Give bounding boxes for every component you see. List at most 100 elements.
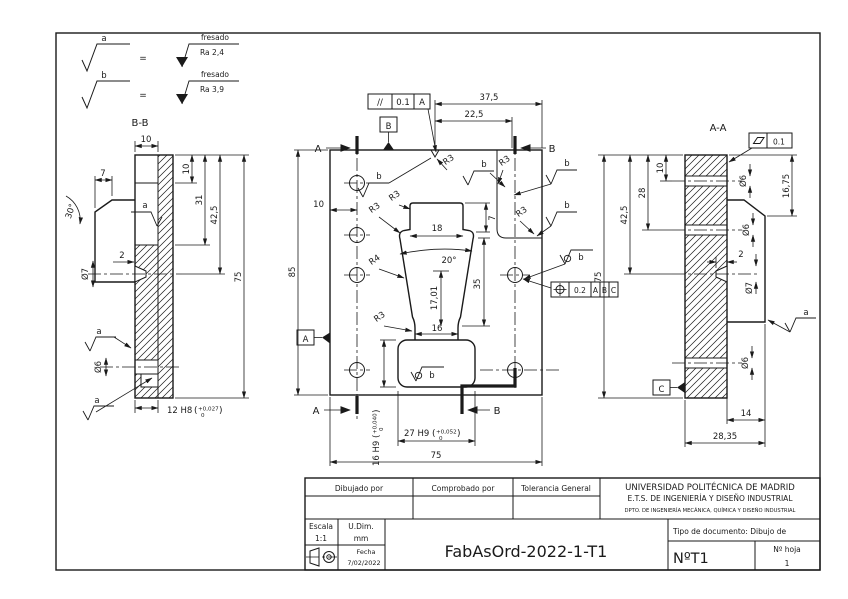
svg-text:75: 75 — [234, 272, 244, 283]
department-name: DPTO. DE INGENIERÍA MECÁNICA, QUÍMICA Y … — [625, 507, 796, 514]
date-value: 7/02/2022 — [347, 559, 380, 567]
svg-text:B: B — [494, 406, 501, 417]
dim-2835: 28,35 — [684, 400, 766, 447]
dim-2-groove: 2 — [707, 250, 744, 268]
svg-text:b: b — [564, 159, 569, 169]
legend-a-process: fresado — [201, 33, 229, 42]
svg-text:A: A — [303, 335, 309, 345]
slot-12h8 — [140, 373, 159, 388]
svg-text:0.2: 0.2 — [574, 286, 586, 295]
dim-1701: 17,01 — [430, 270, 449, 327]
dim-dia6-top: Ø6 — [738, 164, 753, 198]
finish-a-label: a — [142, 201, 147, 211]
dim-14: 14 — [726, 324, 766, 424]
dim-7: 7 — [94, 169, 113, 208]
finish-b-callouts: b b b b b b — [357, 157, 594, 382]
svg-text:b: b — [481, 160, 486, 170]
svg-text:Ø7: Ø7 — [744, 282, 755, 294]
svg-text:): ) — [457, 429, 461, 439]
pocket-outline — [397, 339, 476, 388]
legend-a-roughness: Ra 2,4 — [200, 48, 224, 57]
svg-text:16,75: 16,75 — [782, 174, 792, 198]
svg-text:Ø6: Ø6 — [93, 361, 104, 373]
boss-outline — [94, 199, 135, 283]
svg-text:16 H9: 16 H9 — [372, 441, 382, 466]
svg-text:0: 0 — [201, 413, 205, 419]
svg-text:7: 7 — [100, 169, 105, 179]
svg-text:B: B — [386, 122, 392, 132]
dim-dia6-mid: Ø6 — [741, 213, 756, 247]
svg-text:B: B — [549, 144, 556, 155]
svg-text:+0,040: +0,040 — [373, 413, 379, 434]
legend-symbol-b-letter: b — [101, 71, 106, 81]
svg-text:A: A — [315, 144, 322, 155]
svg-text:7: 7 — [488, 215, 498, 220]
dim-27h9: 27 H9 ( +0,052 0 ) — [397, 391, 476, 446]
svg-text:18: 18 — [432, 224, 443, 234]
svg-text:): ) — [372, 409, 382, 413]
svg-text:B: B — [602, 286, 607, 295]
equals-sign: = — [139, 54, 147, 64]
svg-text:R3: R3 — [497, 154, 512, 169]
dim-dia6: Ø6 — [93, 357, 109, 377]
general-tolerance-label: Tolerancia General — [520, 484, 591, 493]
dim-stack-left: 10 28 42,5 75 — [594, 154, 683, 399]
university-name: UNIVERSIDAD POLITÉCNICA DE MADRID — [625, 481, 795, 493]
svg-text:C: C — [611, 286, 616, 295]
dim-12h8: 12 H8 ( +0,027 0 ) — [134, 400, 223, 419]
svg-text:0.1: 0.1 — [396, 98, 410, 108]
dim-10-hole: 10 — [313, 200, 358, 213]
datum-c-flag: C — [652, 379, 685, 396]
top-right-recess — [496, 150, 542, 239]
flatness-frame: 0.1 — [728, 132, 793, 163]
units-value: mm — [354, 534, 369, 543]
svg-text:(: ( — [194, 406, 198, 416]
svg-text:28: 28 — [638, 188, 648, 199]
dim-stack-right: 10 31 42,5 75 — [175, 154, 249, 399]
svg-text:17,01: 17,01 — [430, 286, 440, 310]
svg-text:R3: R3 — [372, 310, 387, 325]
svg-text:14: 14 — [741, 409, 752, 419]
svg-text:Ø6: Ø6 — [740, 357, 751, 369]
svg-text:85: 85 — [288, 267, 298, 278]
parallelism-frame: // 0.1 A — [367, 93, 437, 153]
dim-dia6-bottom: Ø6 — [740, 346, 755, 380]
flatness-icon — [752, 137, 765, 144]
drawn-by-label: Dibujado por — [335, 484, 384, 493]
drawing-code: FabAsOrd-2022-1-T1 — [445, 542, 608, 561]
svg-text:A: A — [593, 286, 599, 295]
svg-text:2: 2 — [119, 251, 124, 261]
dim-375: 37,5 — [434, 93, 543, 148]
document-number: NºT1 — [673, 551, 709, 567]
svg-text:10: 10 — [656, 163, 666, 174]
finish-a-leader: a — [767, 308, 817, 333]
svg-text:28,35: 28,35 — [713, 432, 737, 442]
legend-symbol-a-letter: a — [101, 34, 106, 44]
svg-text:75: 75 — [431, 451, 442, 461]
radius-callouts: R3 R3 R3 R3 R3 R4 R3 — [367, 153, 535, 332]
equals-sign: = — [139, 91, 147, 101]
view-section-aa: A-A 0.1 10 28 42,5 75 16,75 Ø — [594, 123, 817, 447]
scale-label: Escala — [309, 522, 333, 531]
svg-text:R4: R4 — [367, 253, 382, 268]
svg-text:R3: R3 — [367, 201, 382, 216]
finish-a-leader-2: a — [82, 377, 153, 421]
dim-angle-20: 20° — [399, 247, 473, 266]
first-angle-projection-icon — [306, 547, 337, 567]
dim-dia7: Ø7 — [744, 254, 759, 294]
svg-text:+0,052: +0,052 — [436, 430, 457, 436]
cavity-profile — [398, 202, 475, 340]
svg-text:b: b — [578, 253, 583, 263]
dim-10-top: 10 — [134, 135, 159, 152]
surface-finish-legend: a = fresado Ra 2,4 b = fresado Ra 3,9 — [81, 33, 240, 110]
school-name: E.T.S. DE INGENIERÍA Y DISEÑO INDUSTRIAL — [627, 494, 793, 503]
hatch-area — [135, 245, 158, 360]
svg-text:0.1: 0.1 — [773, 138, 785, 147]
dim-18: 18 — [409, 224, 464, 239]
finish-a-leader-1: a — [84, 327, 132, 352]
svg-text:2: 2 — [738, 250, 743, 260]
svg-text:R3: R3 — [387, 189, 402, 204]
title-block: Dibujado por Comprobado por Tolerancia G… — [304, 477, 821, 571]
svg-text:30°: 30° — [64, 203, 78, 220]
